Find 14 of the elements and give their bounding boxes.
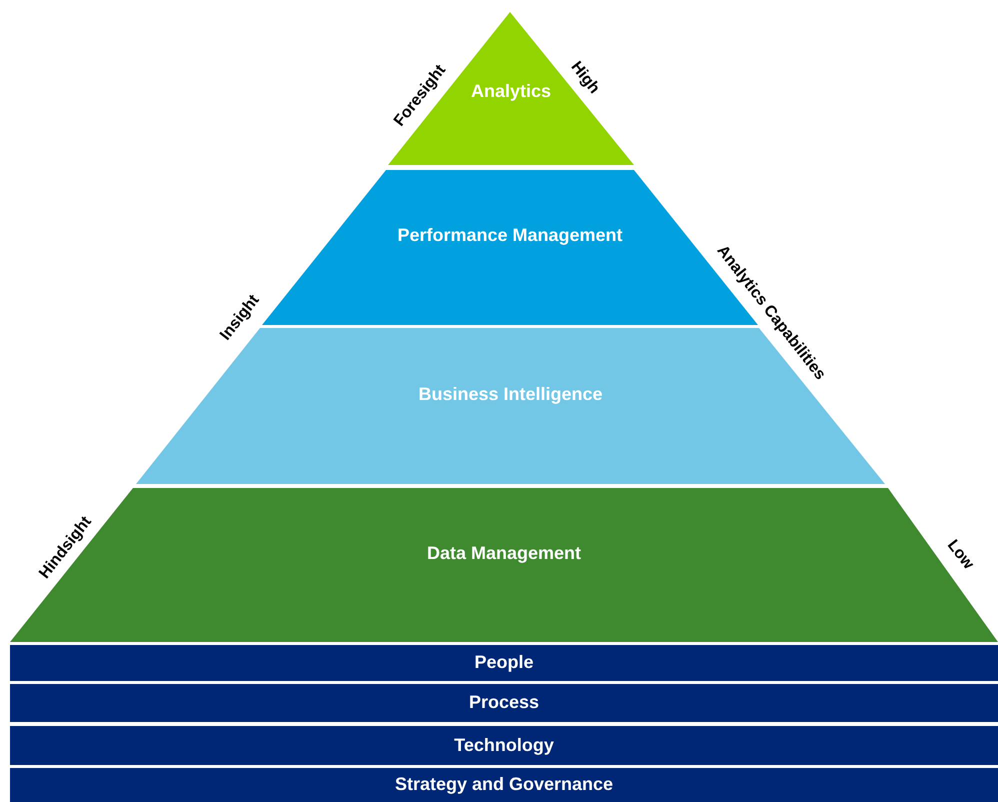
bar-label: Technology (454, 734, 554, 756)
tier-label: Performance Management (397, 225, 623, 246)
bar-label: Strategy and Governance (394, 774, 614, 795)
foundation-bar (10, 726, 998, 765)
bar-label: Process (468, 692, 540, 713)
pyramid-tier (388, 12, 634, 165)
foundation-bar (10, 768, 998, 802)
pyramid-tier (10, 488, 998, 642)
tier-label: Analytics (470, 81, 552, 102)
tier-label: Data Management (426, 543, 582, 564)
tier-label: Business Intelligence (418, 384, 603, 405)
foundation-bar (10, 645, 998, 681)
bar-label: People (474, 652, 534, 673)
foundation-bar (10, 684, 998, 722)
